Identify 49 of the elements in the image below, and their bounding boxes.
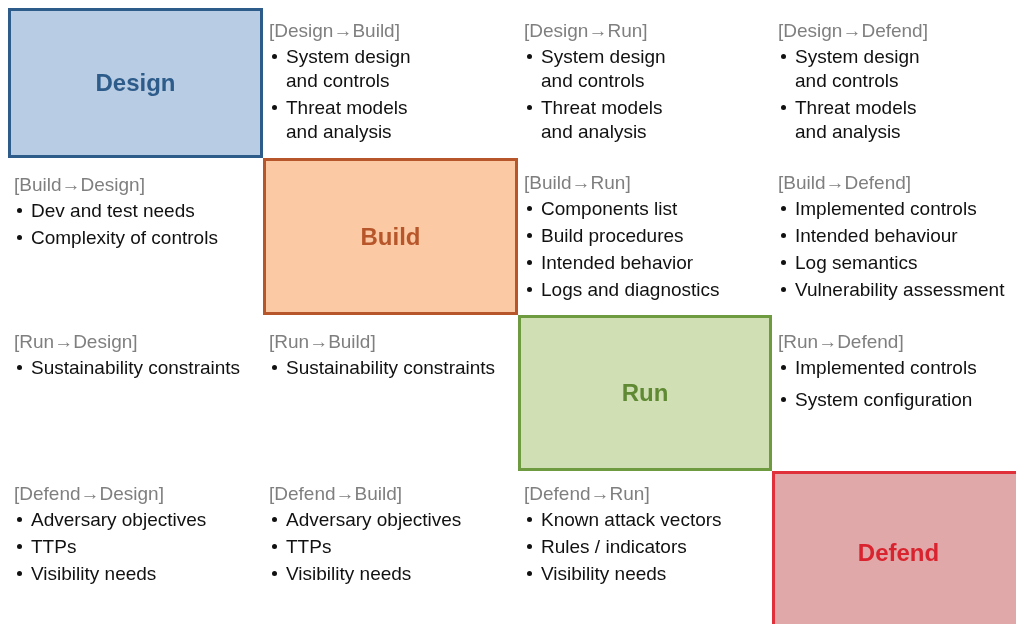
list-item: Sustainability constraints <box>31 356 241 380</box>
interface-heading: [Build→Run] <box>524 172 632 194</box>
interface-heading: [Defend→Run] <box>524 483 651 505</box>
interface-heading: [Design→Build] <box>269 20 401 42</box>
list-item: Build procedures <box>541 224 684 248</box>
list-item: Implemented controls <box>795 197 977 221</box>
role-box <box>263 158 518 315</box>
list-item: System design and controls <box>541 45 667 93</box>
list-item: System design and controls <box>286 45 412 93</box>
interface-heading: [Run→Defend] <box>778 331 905 353</box>
list-item: Vulnerability assessment <box>795 278 1005 302</box>
list-item: Sustainability constraints <box>286 356 496 380</box>
interface-heading: [Build→Design] <box>14 174 146 196</box>
role-box <box>518 315 772 471</box>
list-item: Threat models and analysis <box>541 96 664 144</box>
list-item: Threat models and analysis <box>795 96 918 144</box>
list-item: System design and controls <box>795 45 921 93</box>
interface-heading: [Design→Defend] <box>778 20 929 42</box>
list-item: Visibility needs <box>31 562 157 586</box>
list-item: Intended behavior <box>541 251 694 275</box>
list-item: Adversary objectives <box>31 508 207 532</box>
role-title: Run <box>621 379 669 407</box>
list-item: Intended behaviour <box>795 224 958 248</box>
list-item: Known attack vectors <box>541 508 722 532</box>
list-item: System configuration <box>795 388 973 412</box>
interface-heading: [Defend→Design] <box>14 483 165 505</box>
list-item: Implemented controls <box>795 356 977 380</box>
list-item: TTPs <box>31 535 77 559</box>
list-item: Logs and diagnostics <box>541 278 720 302</box>
list-item: TTPs <box>286 535 332 559</box>
list-item: Dev and test needs <box>31 199 195 223</box>
list-item: Components list <box>541 197 678 221</box>
list-item: Visibility needs <box>541 562 667 586</box>
role-title: Defend <box>857 538 940 567</box>
list-item: Rules / indicators <box>541 535 687 559</box>
role-box <box>772 471 1016 624</box>
interface-heading: [Defend→Build] <box>269 483 404 505</box>
list-item: Log semantics <box>795 251 918 275</box>
list-item: Complexity of controls <box>31 226 218 250</box>
role-title: Build <box>360 222 421 251</box>
list-item: Threat models and analysis <box>286 96 409 144</box>
role-box <box>8 8 263 158</box>
list-item: Adversary objectives <box>286 508 462 532</box>
interface-heading: [Build→Defend] <box>778 172 913 194</box>
list-item: Visibility needs <box>286 562 412 586</box>
interface-heading: [Run→Design] <box>14 331 139 353</box>
interface-heading: [Design→Run] <box>524 20 649 42</box>
interface-heading: [Run→Build] <box>269 331 377 353</box>
role-title: Design <box>95 69 176 97</box>
